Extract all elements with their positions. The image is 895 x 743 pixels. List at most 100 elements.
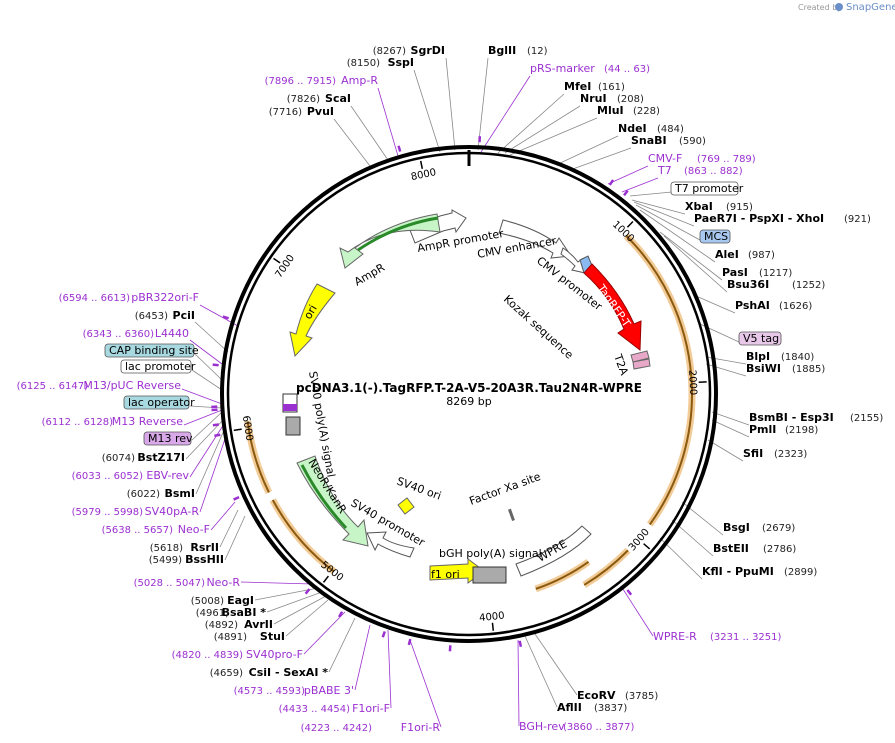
site-position: (590) [679, 136, 706, 147]
leader-line [659, 231, 723, 281]
kozak-label: Kozak sequence [501, 293, 576, 362]
leader-line [631, 199, 686, 215]
leader-line [633, 201, 695, 227]
tick-label: 5000 [318, 560, 345, 584]
leader-line [183, 409, 223, 426]
ori-label: ori [301, 303, 319, 322]
site-name: BsmBI - Esp3I [749, 411, 834, 424]
leader-line [303, 611, 346, 655]
leader-line [569, 147, 632, 171]
primer-mark [338, 611, 344, 618]
site-name: SspI [388, 56, 414, 69]
leader-lines [181, 57, 750, 728]
site-position: (8267) [373, 46, 406, 57]
site-name: BstZ17I [137, 451, 185, 464]
primer-position: (7896 .. 7915) [265, 76, 337, 87]
primer-position: (6112 .. 6128) [42, 417, 114, 428]
feature-box-label: lac operator [128, 396, 195, 409]
leader-line [707, 439, 744, 462]
leader-line [224, 515, 246, 561]
site-position: (6453) [135, 311, 168, 322]
leader-line [639, 209, 716, 263]
site-name: AvrII [244, 618, 273, 631]
site-position: (987) [748, 250, 775, 261]
leader-line [555, 135, 619, 166]
site-name: NdeI [618, 122, 647, 135]
site-position: (3837) [594, 703, 627, 714]
primer-name: CMV-F [648, 152, 682, 165]
primer-mark [623, 189, 629, 197]
site-position: (2323) [774, 449, 807, 460]
ampr-orf-line [357, 216, 439, 252]
outer-arc [583, 549, 629, 586]
primer-name: Neo-F [178, 523, 210, 536]
site-name: EagI [227, 594, 254, 607]
tick-mark [491, 622, 495, 631]
site-name: BsaBI * [222, 606, 267, 619]
leader-line [445, 57, 456, 151]
primer-position: (769 .. 789) [697, 154, 756, 165]
feature-box [123, 395, 190, 410]
leader-line [621, 177, 659, 193]
primer-name: F1ori-F [352, 702, 390, 715]
site-position: (2155) [850, 413, 883, 424]
leader-line [504, 105, 581, 154]
neor-orf-line [300, 464, 348, 530]
outer-arc [271, 499, 335, 573]
leader-line [195, 427, 226, 495]
outer-arc [246, 421, 270, 493]
primer-name: EBV-rev [146, 469, 189, 482]
leader-line [191, 369, 223, 391]
site-name: NruI [580, 92, 607, 105]
site-position: (4891) [214, 632, 247, 643]
leader-line [711, 419, 750, 438]
tick-label: 2000 [686, 370, 698, 396]
primer-mark [233, 495, 240, 501]
primer-position: (4433 .. 4454) [279, 704, 351, 715]
site-position: (5008) [191, 596, 224, 607]
leader-line [477, 57, 489, 151]
site-name: BsiWI [746, 362, 781, 375]
neor-arrow [296, 455, 369, 547]
leader-line [194, 353, 223, 381]
tick-mark [626, 220, 634, 228]
feature-box-label: M13 rev [148, 432, 193, 445]
site-position: (1626) [779, 301, 812, 312]
site-position: (2786) [763, 544, 796, 555]
site-position: (2899) [784, 567, 817, 578]
leader-line [635, 204, 701, 241]
leader-line [266, 591, 323, 613]
site-name: BssHII [185, 553, 224, 566]
site-position: (484) [657, 124, 684, 135]
site-position: (1885) [792, 364, 825, 375]
site-position: (4961) [196, 608, 229, 619]
primer-mark [608, 179, 615, 186]
primer-name: BGH-rev [519, 720, 565, 733]
primer-name: Neo-R [206, 576, 240, 589]
leader-line [387, 629, 392, 709]
tick-label: 4000 [479, 611, 505, 625]
leader-line [350, 105, 389, 161]
feature-box [738, 331, 782, 346]
leader-line [194, 321, 229, 353]
site-name: SnaBI [631, 134, 667, 147]
site-position: (6022) [127, 489, 160, 500]
site-name: PmlI [749, 423, 776, 436]
site-name: AflII [557, 701, 582, 714]
plasmid-name: pcDNA3.1(-).TagRFP.T-2A-V5-20A3R.Tau2N4R… [296, 381, 642, 395]
primer-mark [381, 631, 386, 638]
leader-line [497, 93, 565, 154]
primer-name: M13/pUC Reverse [83, 379, 181, 392]
site-position: (12) [527, 46, 548, 57]
site-name: BsmI [165, 487, 196, 500]
feature-box [670, 181, 739, 196]
primer-position: (5638 .. 5657) [102, 525, 174, 536]
primer-position: (863 .. 882) [684, 166, 743, 177]
site-name: PaeR7I - PspXI - XhoI [694, 212, 824, 225]
primer-mark [212, 363, 219, 367]
ampr-label: AmpR [352, 261, 387, 289]
feature-box [699, 229, 731, 244]
ampr-arrow [339, 213, 441, 269]
primer-mark [407, 638, 412, 646]
leader-line [191, 411, 223, 441]
